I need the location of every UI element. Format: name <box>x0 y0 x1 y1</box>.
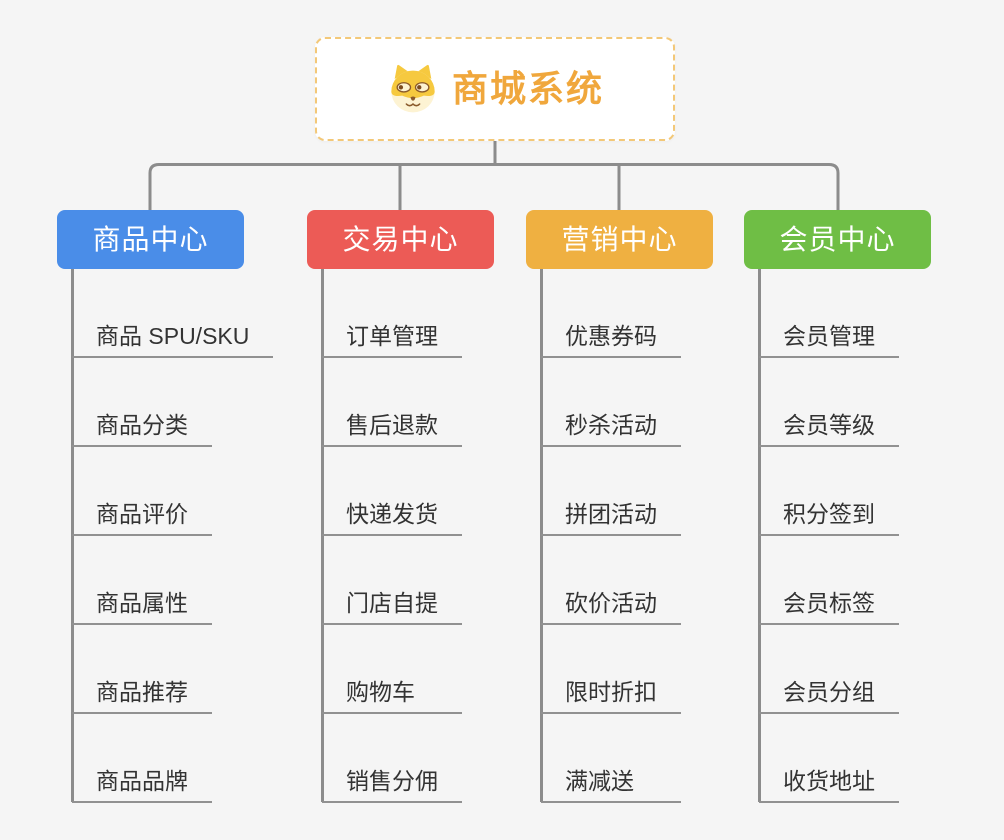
topic-product-attribute[interactable]: 商品属性 <box>72 536 212 625</box>
topic-product-spu-sku[interactable]: 商品 SPU/SKU <box>72 269 274 358</box>
topic-full-reduction[interactable]: 满减送 <box>541 714 681 803</box>
topic-store-pickup[interactable]: 门店自提 <box>322 536 462 625</box>
topic-product-category[interactable]: 商品分类 <box>72 358 212 447</box>
topic-product-review[interactable]: 商品评价 <box>72 447 212 536</box>
topic-sales-commission[interactable]: 销售分佣 <box>322 714 462 803</box>
topic-product-recommend[interactable]: 商品推荐 <box>72 625 212 714</box>
topic-bargain-activity[interactable]: 砍价活动 <box>541 536 681 625</box>
topic-shopping-cart[interactable]: 购物车 <box>322 625 462 714</box>
branch-header-trade[interactable]: 交易中心 <box>307 210 494 269</box>
branch-header-product[interactable]: 商品中心 <box>57 210 244 269</box>
topic-member-groups[interactable]: 会员分组 <box>759 625 899 714</box>
topic-group-buying[interactable]: 拼团活动 <box>541 447 681 536</box>
topic-product-brand[interactable]: 商品品牌 <box>72 714 212 803</box>
branch-member-center: 会员中心 会员管理 会员等级 积分签到 会员标签 会员分组 收货地址 <box>744 210 931 803</box>
root-node[interactable]: 商城系统 <box>315 37 675 141</box>
topic-order-management[interactable]: 订单管理 <box>322 269 462 358</box>
topic-member-tags[interactable]: 会员标签 <box>759 536 899 625</box>
topic-limited-time-discount[interactable]: 限时折扣 <box>541 625 681 714</box>
branch-header-member[interactable]: 会员中心 <box>744 210 931 269</box>
topic-express-delivery[interactable]: 快递发货 <box>322 447 462 536</box>
topic-coupon-code[interactable]: 优惠券码 <box>541 269 681 358</box>
root-title: 商城系统 <box>451 68 604 109</box>
topic-member-level[interactable]: 会员等级 <box>759 358 899 447</box>
branch-product-center: 商品中心 商品 SPU/SKU 商品分类 商品评价 商品属性 商品推荐 商品品牌 <box>57 210 274 803</box>
topic-flash-sale[interactable]: 秒杀活动 <box>541 358 681 447</box>
shiba-dog-icon <box>391 64 435 113</box>
branch-marketing-center: 营销中心 优惠券码 秒杀活动 拼团活动 砍价活动 限时折扣 满减送 <box>526 210 713 803</box>
branch-header-marketing[interactable]: 营销中心 <box>526 210 713 269</box>
topic-points-checkin[interactable]: 积分签到 <box>759 447 899 536</box>
branch-trade-center: 交易中心 订单管理 售后退款 快递发货 门店自提 购物车 销售分佣 <box>307 210 494 803</box>
topic-aftersale-refund[interactable]: 售后退款 <box>322 358 462 447</box>
topic-shipping-address[interactable]: 收货地址 <box>759 714 899 803</box>
topic-member-management[interactable]: 会员管理 <box>759 269 899 358</box>
